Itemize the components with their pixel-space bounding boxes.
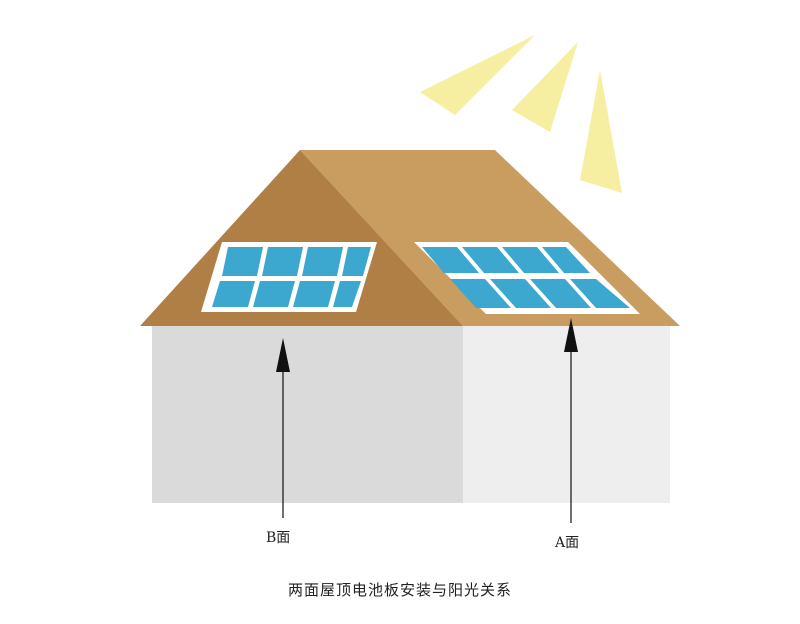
solar-panel-b <box>201 242 377 312</box>
label-face-a: A面 <box>555 535 580 551</box>
sun-rays-icon <box>420 35 622 193</box>
up-arrow-icon-a <box>564 318 578 523</box>
diagram-caption: 两面屋顶电池板安装与阳光关系 <box>287 581 512 599</box>
wall-left <box>152 326 463 503</box>
solar-panel-a <box>414 242 640 314</box>
wall-right <box>463 326 670 503</box>
up-arrow-icon-b <box>276 338 290 518</box>
sun-ray-3 <box>580 70 622 193</box>
sun-ray-2 <box>512 42 578 132</box>
sun-ray-1 <box>420 35 535 115</box>
label-face-b: B面 <box>266 530 291 546</box>
